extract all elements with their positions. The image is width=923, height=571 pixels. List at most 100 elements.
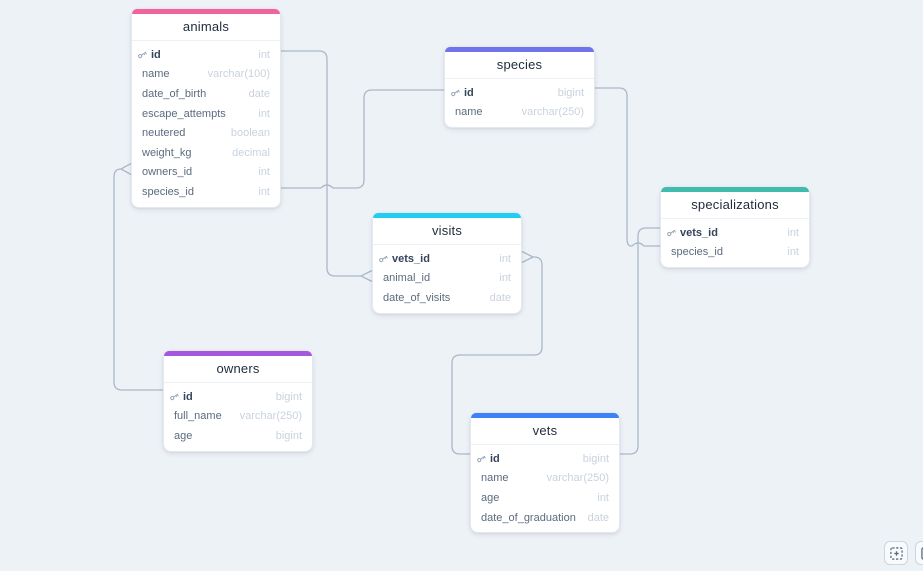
field-left: vets_id	[666, 227, 718, 239]
field-type: bigint	[557, 86, 584, 99]
field-row-date_of_graduation[interactable]: date_of_graduation date	[471, 508, 619, 528]
field-type: boolean	[230, 127, 270, 140]
primary-key-icon	[169, 391, 180, 402]
table-color-bar	[164, 351, 312, 356]
field-row-name[interactable]: name varchar(250)	[445, 103, 594, 123]
field-left: age	[481, 492, 499, 504]
table-species[interactable]: species id bigint name varchar(250)	[444, 46, 595, 129]
fit-view-button[interactable]	[884, 541, 908, 565]
field-row-animal_id[interactable]: animal_id int	[373, 269, 521, 289]
field-type: int	[258, 166, 270, 179]
field-row-date_of_visits[interactable]: date_of_visits date	[373, 288, 521, 308]
field-left: vets_id	[378, 253, 430, 265]
field-left: neutered	[142, 127, 185, 139]
field-name: neutered	[142, 127, 186, 140]
field-name: name	[455, 106, 483, 119]
field-type: bigint	[582, 452, 609, 465]
field-type: int	[499, 272, 511, 285]
field-type: varchar(100)	[207, 68, 270, 81]
relationship-vets-specializations[interactable]	[620, 227, 660, 455]
field-name: date_of_graduation	[481, 511, 576, 524]
field-row-vets_id[interactable]: vets_id int	[373, 249, 521, 269]
field-type: date	[489, 291, 511, 304]
field-name: id	[183, 390, 193, 403]
secondary-corner-icon	[920, 546, 923, 560]
field-row-full_name[interactable]: full_name varchar(250)	[164, 407, 312, 427]
field-row-id[interactable]: id bigint	[445, 83, 594, 103]
many-marker	[359, 269, 373, 283]
field-row-species_id[interactable]: species_id int	[132, 182, 280, 202]
field-left: weight_kg	[142, 147, 192, 159]
field-left: animal_id	[383, 272, 430, 284]
field-row-name[interactable]: name varchar(100)	[132, 65, 280, 85]
field-type: int	[499, 252, 511, 265]
field-type: int	[258, 48, 270, 61]
primary-key-icon	[137, 49, 148, 60]
primary-key-icon	[378, 253, 389, 264]
relationship-animals-visits[interactable]	[281, 50, 373, 283]
relationship-animals-species[interactable]	[281, 89, 444, 189]
field-type: varchar(250)	[239, 410, 302, 423]
field-left: owners_id	[142, 166, 192, 178]
primary-key-icon	[476, 453, 487, 464]
field-name: escape_attempts	[142, 107, 226, 120]
table-title: vets	[471, 418, 619, 445]
field-name: date_of_visits	[383, 291, 451, 304]
table-title: specializations	[661, 192, 809, 219]
field-row-age[interactable]: age int	[471, 488, 619, 508]
table-color-bar	[661, 187, 809, 192]
table-color-bar	[471, 413, 619, 418]
field-type: int	[787, 246, 799, 259]
field-left: id	[137, 49, 161, 61]
field-type: date	[587, 511, 609, 524]
table-title: species	[445, 52, 594, 79]
field-left: species_id	[142, 186, 194, 198]
field-type: int	[597, 491, 609, 504]
field-type: int	[258, 185, 270, 198]
field-name: id	[464, 86, 474, 99]
field-left: name	[455, 106, 483, 118]
field-row-owners_id[interactable]: owners_id int	[132, 163, 280, 183]
table-title: animals	[132, 14, 280, 41]
table-color-bar	[445, 47, 594, 52]
field-name: date_of_birth	[142, 87, 207, 100]
field-left: name	[481, 472, 509, 484]
field-left: full_name	[174, 410, 222, 422]
field-type: bigint	[275, 429, 302, 442]
field-name: full_name	[174, 410, 222, 423]
primary-key-icon	[450, 87, 461, 98]
field-type: varchar(250)	[521, 106, 584, 119]
field-row-date_of_birth[interactable]: date_of_birth date	[132, 84, 280, 104]
field-row-id[interactable]: id int	[132, 45, 280, 65]
field-name: weight_kg	[142, 146, 192, 159]
field-name: name	[142, 68, 170, 81]
field-left: date_of_birth	[142, 88, 206, 100]
field-name: animal_id	[383, 272, 431, 285]
table-color-bar	[373, 213, 521, 218]
field-name: vets_id	[392, 252, 430, 265]
field-row-neutered[interactable]: neutered boolean	[132, 123, 280, 143]
secondary-corner-button[interactable]	[915, 541, 923, 565]
field-name: owners_id	[142, 166, 193, 179]
table-title: visits	[373, 218, 521, 245]
field-type: date	[248, 87, 270, 100]
fit-view-icon	[889, 546, 903, 560]
relationship-species-specializations[interactable]	[595, 87, 660, 247]
